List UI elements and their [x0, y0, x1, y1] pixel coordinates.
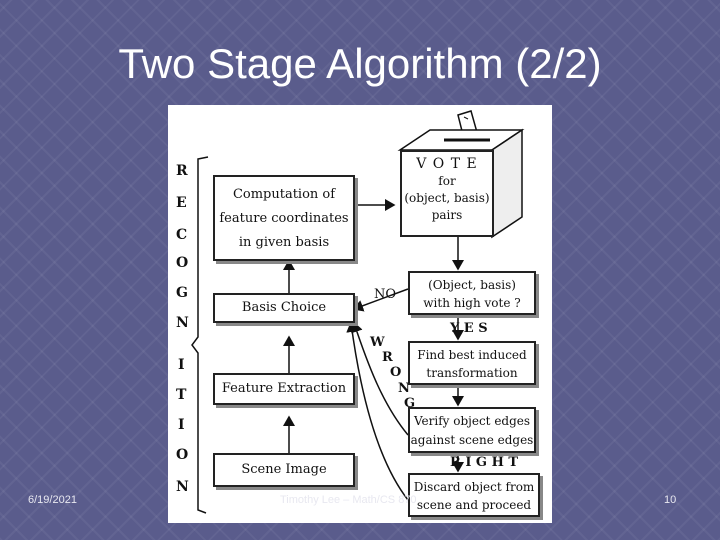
discard-object-box: Discard object from scene and proceed [408, 473, 540, 517]
vote-title: V O T E [416, 156, 478, 172]
scene-image-box: Scene Image [213, 453, 355, 487]
recognition-letter: O [176, 255, 189, 271]
recognition-letter: T [176, 387, 187, 403]
vote-box: V O T E for (object, basis) pairs [400, 150, 494, 237]
vote-line: (object, basis) [404, 191, 490, 205]
decision-line: with high vote ? [423, 296, 521, 310]
arrow-no [352, 288, 409, 312]
recognition-letter: I [178, 417, 185, 433]
verify-edges-box: Verify object edges against scene edges [408, 407, 536, 453]
right-label: R I G H T [450, 455, 519, 470]
computation-box: Computation of feature coordinates in gi… [213, 175, 355, 261]
basis-choice-box: Basis Choice [213, 293, 355, 323]
discard-line: Discard object from [413, 480, 535, 494]
recognition-letter: I [178, 357, 185, 373]
verify-line: against scene edges [410, 433, 534, 447]
recognition-letter: N [176, 479, 189, 495]
vote-line: for [438, 174, 456, 188]
computation-line: in given basis [238, 235, 330, 250]
wrong-letter: W [370, 335, 385, 350]
recognition-letter: O [176, 447, 189, 463]
recognition-bracket [191, 156, 209, 514]
recognition-letter: G [176, 285, 188, 301]
algorithm-diagram: R E C O G N I T I O N Computation of fea… [168, 105, 552, 523]
recognition-letter: C [176, 227, 188, 243]
diagram-connectors [191, 110, 525, 514]
transform-line: Find best induced [417, 348, 527, 362]
slide-footer-text: Timothy Lee – Math/CS 870 [280, 494, 417, 506]
verify-line: Verify object edges [413, 414, 531, 428]
basis-choice-label: Basis Choice [241, 300, 327, 315]
wrong-letter: O [390, 365, 402, 380]
computation-line: Computation of [232, 187, 336, 202]
wrong-letter: R [382, 350, 393, 365]
wrong-letter: G [404, 396, 416, 411]
scene-image-label: Scene Image [241, 462, 327, 477]
no-label: NO [374, 287, 397, 302]
decision-line: (Object, basis) [428, 278, 516, 292]
slide-page-number: 10 [664, 494, 677, 506]
arrow-wrong [351, 321, 409, 436]
slide-date: 6/19/2021 [28, 494, 77, 506]
yes-label: Y E S [450, 321, 488, 336]
recognition-letter: E [176, 195, 187, 211]
transform-line: transformation [426, 366, 518, 380]
discard-line: scene and proceed [416, 498, 532, 512]
arrow-discard-loop [346, 321, 409, 501]
vote-line: pairs [431, 208, 463, 222]
high-vote-decision-box: (Object, basis) with high vote ? [408, 271, 536, 315]
wrong-letter: N [398, 381, 410, 396]
recognition-letter: R [176, 163, 188, 179]
feature-extraction-box: Feature Extraction [213, 373, 355, 405]
computation-line: feature coordinates [219, 211, 349, 226]
slide-title: Two Stage Algorithm (2/2) [118, 40, 602, 87]
best-transform-box: Find best induced transformation [408, 341, 536, 385]
feature-extraction-label: Feature Extraction [221, 381, 347, 396]
recognition-letter: N [176, 315, 189, 331]
